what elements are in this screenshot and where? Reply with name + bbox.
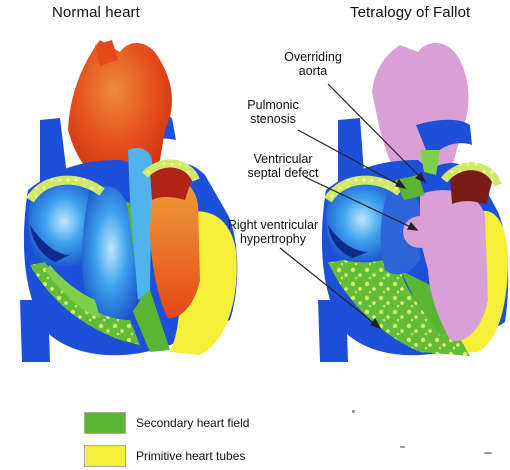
vsd-label: Ventricular septal defect xyxy=(238,152,328,180)
primitive-tubes-swatch xyxy=(84,445,126,467)
secondary-field-label: Secondary heart field xyxy=(136,416,249,430)
tof-heart xyxy=(318,43,508,362)
speck xyxy=(484,452,492,454)
rvh-label: Right ventricular hypertrophy xyxy=(218,218,328,246)
primitive-tubes-label: Primitive heart tubes xyxy=(136,449,245,463)
secondary-field-swatch xyxy=(84,412,126,434)
pulmonic-stenosis-label: Pulmonic stenosis xyxy=(238,98,308,126)
speck xyxy=(352,410,355,413)
overriding-aorta-label: Overriding aorta xyxy=(276,50,350,78)
normal-heart xyxy=(20,40,237,362)
speck xyxy=(400,446,405,448)
